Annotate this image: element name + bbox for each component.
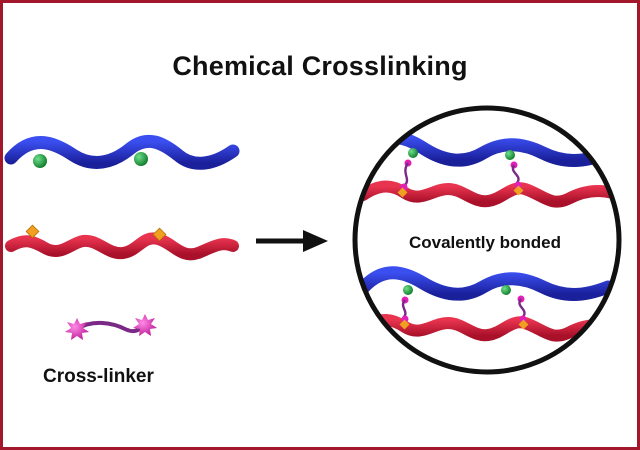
crosslinker-molecule-icon <box>65 314 157 340</box>
diagram-title: Chemical Crosslinking <box>172 51 468 81</box>
covalently-bonded-label: Covalently bonded <box>408 233 562 252</box>
magnifier-circle <box>352 105 622 375</box>
crosslink-bond <box>501 285 529 330</box>
blue-polymer-chain <box>4 134 240 170</box>
diagram-canvas <box>4 105 622 375</box>
red-polymer-chain <box>5 232 239 261</box>
crosslink-bond <box>399 285 413 330</box>
crosslinker-label: Cross-linker <box>43 366 154 387</box>
orange-reactive-group <box>25 224 40 239</box>
orange-reactive-group <box>152 227 167 242</box>
crosslink-bond <box>505 150 524 196</box>
right-arrow-icon <box>256 230 328 252</box>
blue-polymer-chain <box>356 266 615 301</box>
crosslink-bond <box>397 148 418 198</box>
green-reactive-group <box>33 154 47 168</box>
green-reactive-group <box>134 152 148 166</box>
red-polymer-chain <box>357 314 619 342</box>
